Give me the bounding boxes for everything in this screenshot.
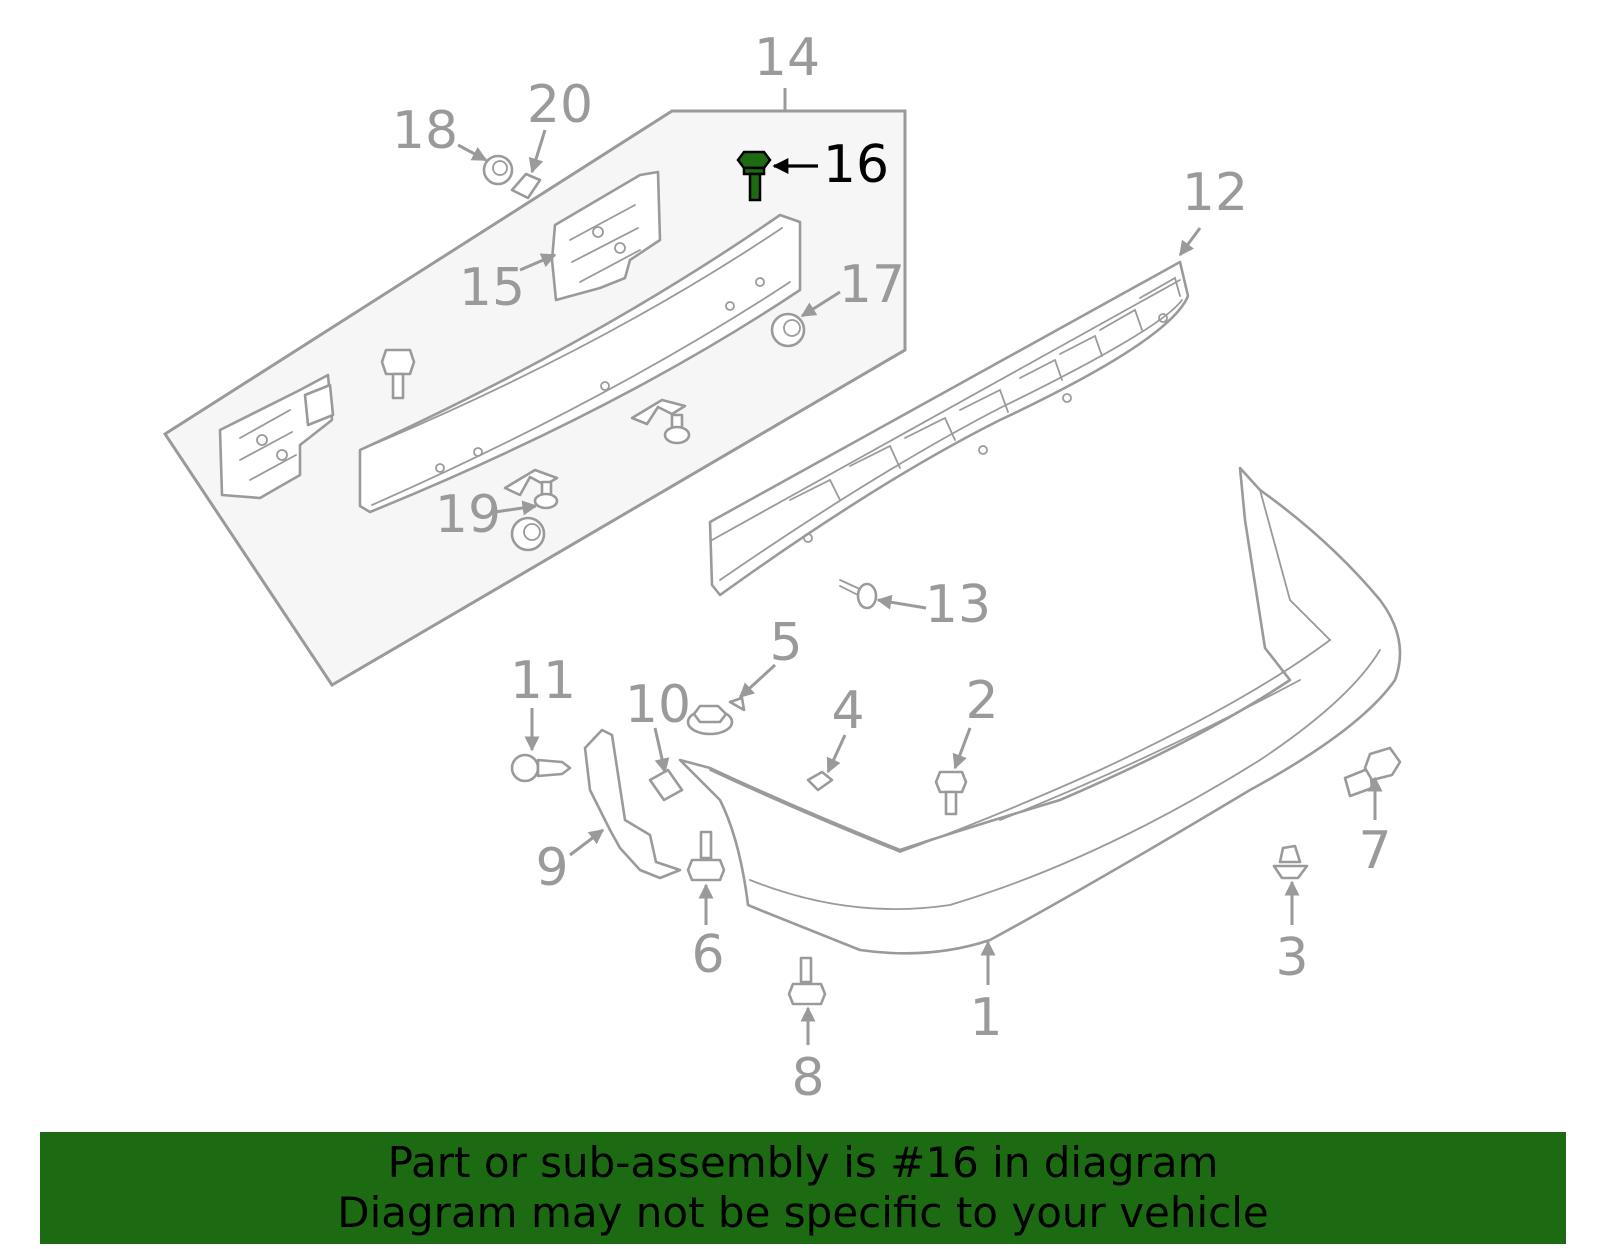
banner-line-1: Part or sub-assembly is #16 in diagram	[387, 1138, 1219, 1187]
callout-9: 9	[535, 838, 568, 898]
callout-7: 7	[1358, 821, 1391, 881]
callout-18: 18	[392, 101, 458, 161]
push-pin-13	[839, 579, 878, 610]
bolt-6	[686, 830, 726, 882]
reinforcement-beam-drawing	[358, 213, 802, 514]
panel-bolt-b	[663, 413, 691, 445]
panel-bolt-a	[380, 348, 416, 400]
bumper-cover-drawing	[678, 466, 1402, 955]
callout-20: 20	[527, 75, 593, 135]
callout-19: 19	[435, 485, 501, 545]
callout-16-highlighted: 16	[823, 135, 889, 195]
callout-17: 17	[839, 255, 905, 315]
left-bracket-drawing	[218, 373, 335, 500]
callout-12: 12	[1182, 163, 1248, 223]
callout-13: 13	[925, 575, 991, 635]
clip-3	[1272, 844, 1309, 880]
nut-17	[770, 312, 806, 348]
callout-15: 15	[459, 258, 525, 318]
bolt-16-highlighted	[736, 150, 772, 202]
nut-19	[510, 516, 546, 552]
bolt-11	[510, 753, 572, 783]
leader-arrows	[457, 129, 1383, 1045]
nut-18	[482, 154, 514, 186]
bolt-8	[787, 956, 827, 1006]
callout-11: 11	[510, 651, 576, 711]
callout-5: 5	[769, 613, 802, 673]
energy-absorber-drawing	[708, 260, 1190, 597]
info-banner: Part or sub-assembly is #16 in diagram D…	[40, 1132, 1566, 1244]
callout-2: 2	[965, 671, 998, 731]
right-bracket-drawing	[550, 170, 662, 302]
bolt-7	[1343, 746, 1402, 798]
clip-10	[648, 768, 684, 802]
callout-8: 8	[791, 1048, 824, 1108]
callout-1: 1	[969, 988, 1002, 1048]
callout-14: 14	[754, 28, 820, 88]
nut-5	[686, 696, 746, 736]
callout-4: 4	[831, 681, 864, 741]
washer-20	[510, 172, 542, 200]
side-bracket-9	[583, 728, 682, 880]
callout-3: 3	[1275, 928, 1308, 988]
clip-4	[806, 770, 834, 792]
callout-10: 10	[625, 675, 691, 735]
banner-line-2: Diagram may not be specific to your vehi…	[337, 1188, 1269, 1237]
callout-6: 6	[691, 925, 724, 985]
bolt-2	[934, 770, 968, 816]
